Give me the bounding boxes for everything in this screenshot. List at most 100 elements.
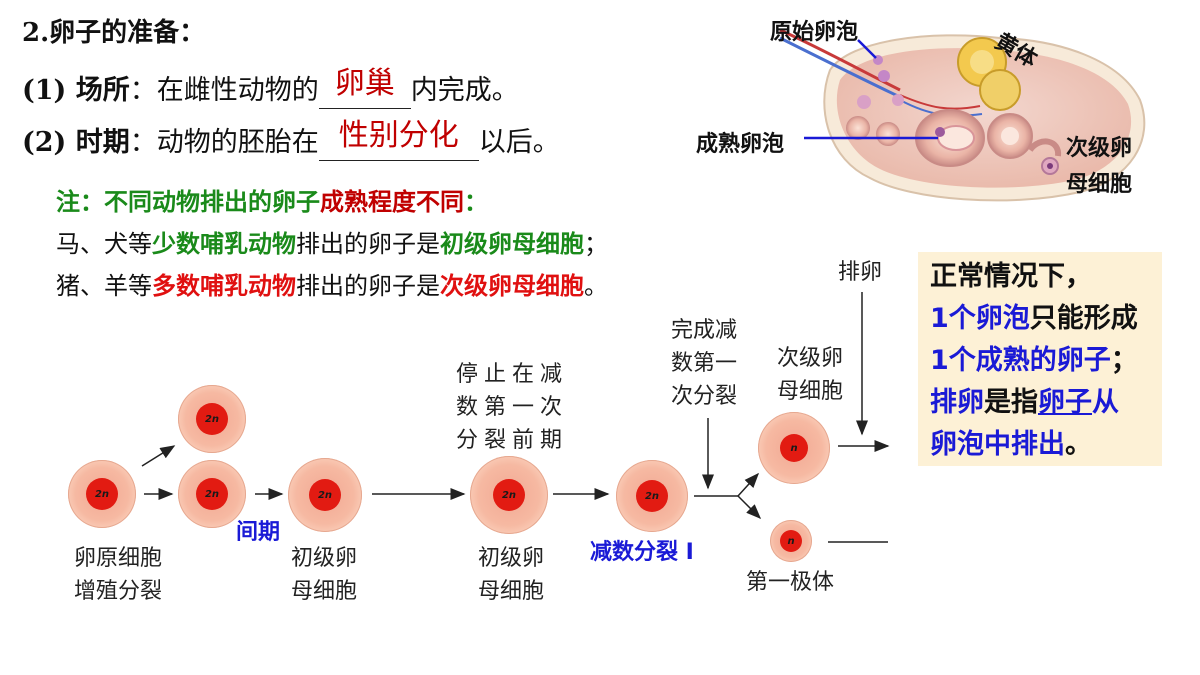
nucleus-2n: 2n [196, 478, 228, 510]
corpus-luteum [957, 37, 1021, 111]
info-l5b: 。 [1065, 429, 1092, 460]
label-interphase: 间期 [236, 520, 281, 545]
nucleus-n: n [780, 530, 802, 552]
primordial-follicles [857, 55, 904, 109]
note-title-c: ： [464, 188, 488, 216]
primary-oocyte-cell-3: 2n [616, 460, 688, 532]
nucleus-2n: 2n [309, 479, 341, 511]
site-answer: 卵巢 [334, 66, 395, 101]
label-arrest-2: 数第一次 [455, 395, 568, 420]
note-line-2: 猪、羊等多数哺乳动物排出的卵子是次级卵母细胞。 [56, 266, 608, 301]
oogonium-cell: 2n [68, 460, 136, 528]
note2-a: 猪、羊等 [56, 272, 152, 300]
arrow-proliferate-up [141, 445, 176, 467]
nucleus-n: n [780, 434, 808, 462]
note1-b: 少数哺乳动物 [152, 230, 296, 258]
period-prefix: (2) 时期 [22, 127, 130, 158]
note-title-a: 注：不同动物排出的卵子 [56, 188, 320, 216]
info-l4c: 卵子 [1038, 387, 1092, 418]
ovary-illustration [779, 28, 1146, 202]
label-secondary-1: 次级卵 [776, 346, 843, 371]
label-arrest-1: 停止在减 [455, 362, 568, 387]
info-l3b: ； [1110, 345, 1138, 376]
label-mature-follicle: 成熟卵泡 [696, 132, 785, 157]
info-line-3: 1个成熟的卵子； [930, 340, 1138, 382]
nucleus-2n: 2n [86, 478, 118, 510]
label-oogonia-1: 卵原细胞 [73, 546, 162, 571]
note1-c: 排出的卵子是 [296, 230, 440, 258]
note2-c: 排出的卵子是 [296, 272, 440, 300]
info-line-2: 1个卵泡只能形成 [930, 298, 1138, 340]
label-secondary-oocyte: 次级卵 母细胞 [758, 342, 862, 408]
period-text: ：动物的胚胎在 [129, 127, 319, 158]
primary-oocyte-cell-2: 2n [470, 456, 548, 534]
info-l4d: 从 [1092, 387, 1119, 418]
label-oogonia: 卵原细胞 增殖分裂 [62, 542, 174, 608]
oogonium-daughter-cell: 2n [178, 460, 246, 528]
label-arrest: 停止在减 数第一次 分裂前期 [450, 358, 574, 457]
nucleus-2n: 2n [196, 403, 228, 435]
label-oogonia-2: 增殖分裂 [73, 579, 162, 604]
oogonium-daughter-cell-top: 2n [178, 385, 246, 453]
period-line: (2) 时期：动物的胚胎在性别分化以后。 [22, 116, 560, 161]
label-primordial-follicle: 原始卵泡 [770, 20, 859, 45]
info-l2b: 只能形成 [1029, 303, 1138, 334]
note1-e: ； [584, 230, 608, 258]
label-complete-2: 数第一 [670, 351, 737, 376]
label-ovulation: 排卵 [837, 260, 882, 285]
note2-d: 次级卵母细胞 [440, 272, 584, 300]
label-primary-oocyte-2: 初级卵 母细胞 [456, 542, 566, 608]
note1-a: 马、犬等 [56, 230, 152, 258]
info-line-1: 正常情况下， [930, 261, 1092, 292]
first-polar-body-cell: n [770, 520, 812, 562]
note1-d: 初级卵母细胞 [440, 230, 584, 258]
primary-oocyte-cell-1: 2n [288, 458, 362, 532]
label-meiosis-1: 减数分裂 I [590, 540, 694, 565]
period-blank: 性别分化 [318, 116, 479, 161]
site-suffix: 内完成。 [410, 75, 519, 106]
arrow-to-polar [737, 495, 762, 520]
note2-e: 。 [584, 272, 608, 300]
secondary-oocyte-cell: n [758, 412, 830, 484]
label-secondary-2: 母细胞 [776, 379, 843, 404]
label-secondary-oocyte-2: 母细胞 [1066, 172, 1133, 197]
label-primary1-2: 母细胞 [290, 579, 357, 604]
label-complete-3: 次分裂 [670, 384, 737, 409]
info-l4a: 排卵 [930, 387, 984, 418]
info-l3a: 1个成熟的卵子 [930, 345, 1111, 376]
period-suffix: 以后。 [478, 127, 560, 158]
label-primary1-1: 初级卵 [290, 546, 357, 571]
label-primary-oocyte-1: 初级卵 母细胞 [272, 542, 376, 608]
label-complete-1: 完成减 [670, 318, 737, 343]
info-l4b: 是指 [984, 387, 1038, 418]
label-primary2-2: 母细胞 [477, 579, 544, 604]
info-line-4: 排卵是指卵子从 [930, 382, 1119, 424]
site-blank: 卵巢 [318, 64, 411, 109]
info-box: 正常情况下， 1个卵泡只能形成 1个成熟的卵子； 排卵是指卵子从 卵泡中排出。 [918, 252, 1162, 466]
info-l5a: 卵泡中排出 [930, 429, 1065, 460]
label-first-polar-body: 第一极体 [745, 570, 834, 595]
label-arrest-3: 分裂前期 [455, 428, 568, 453]
site-prefix: (1) 场所 [22, 75, 130, 106]
ovulated-oocyte [1041, 157, 1059, 175]
info-line-5: 卵泡中排出。 [930, 424, 1092, 466]
nucleus-2n: 2n [493, 479, 525, 511]
note-title: 注：不同动物排出的卵子成熟程度不同： [56, 182, 488, 217]
note-line-1: 马、犬等少数哺乳动物排出的卵子是初级卵母细胞； [56, 224, 608, 259]
mature-follicle [915, 109, 985, 167]
site-text: ：在雌性动物的 [129, 75, 319, 106]
note-title-b: 成熟程度不同 [320, 188, 464, 216]
note2-b: 多数哺乳动物 [152, 272, 296, 300]
ruptured-follicle [1027, 138, 1062, 157]
nucleus-2n: 2n [636, 480, 668, 512]
period-answer: 性别分化 [338, 118, 459, 153]
label-complete-meiosis: 完成减 数第一 次分裂 [652, 314, 756, 413]
arrow-to-secondary [737, 472, 760, 497]
label-secondary-oocyte-1: 次级卵 [1066, 136, 1133, 161]
info-l2a: 1个卵泡 [930, 303, 1030, 334]
site-line: (1) 场所：在雌性动物的卵巢内完成。 [22, 64, 519, 109]
section-heading: 2.卵子的准备： [22, 18, 206, 48]
label-primary2-1: 初级卵 [477, 546, 544, 571]
primordial-pointer [857, 39, 877, 59]
